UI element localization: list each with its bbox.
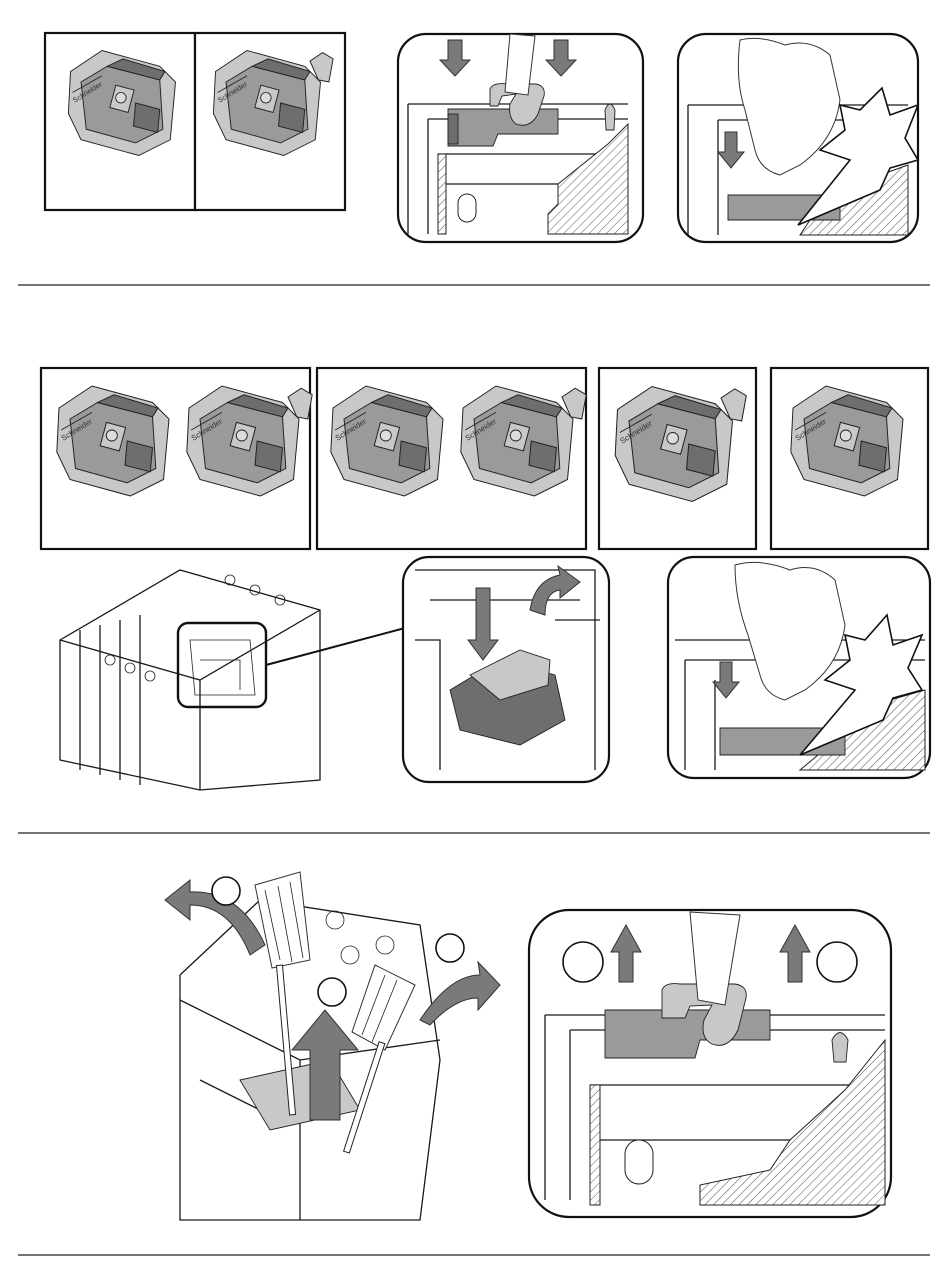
section-view-click-2 — [668, 557, 930, 778]
section-view-insert — [398, 34, 643, 242]
circuit-breaker-isometric — [60, 570, 405, 790]
screwdriver-handle — [255, 872, 310, 968]
section-view-release — [529, 910, 891, 1217]
screwdriver-handle — [352, 965, 415, 1050]
step-callout-circle — [817, 942, 857, 982]
accessory-module — [68, 51, 175, 156]
section-1 — [45, 33, 918, 242]
step-callout-circle — [563, 942, 603, 982]
section-view-click — [678, 34, 918, 242]
accessory-module-hooked — [213, 51, 333, 156]
step-callout-circle — [318, 978, 346, 1006]
section-3 — [165, 872, 891, 1220]
step-callout-circle — [212, 877, 240, 905]
step-callout-circle — [436, 934, 464, 962]
breaker-removal-view — [165, 872, 500, 1220]
detail-callout-box — [178, 623, 266, 707]
detail-leader-line — [266, 628, 405, 665]
section-2 — [41, 368, 930, 790]
detail-view-insert — [403, 557, 609, 782]
rotate-arrow-icon — [420, 962, 500, 1025]
